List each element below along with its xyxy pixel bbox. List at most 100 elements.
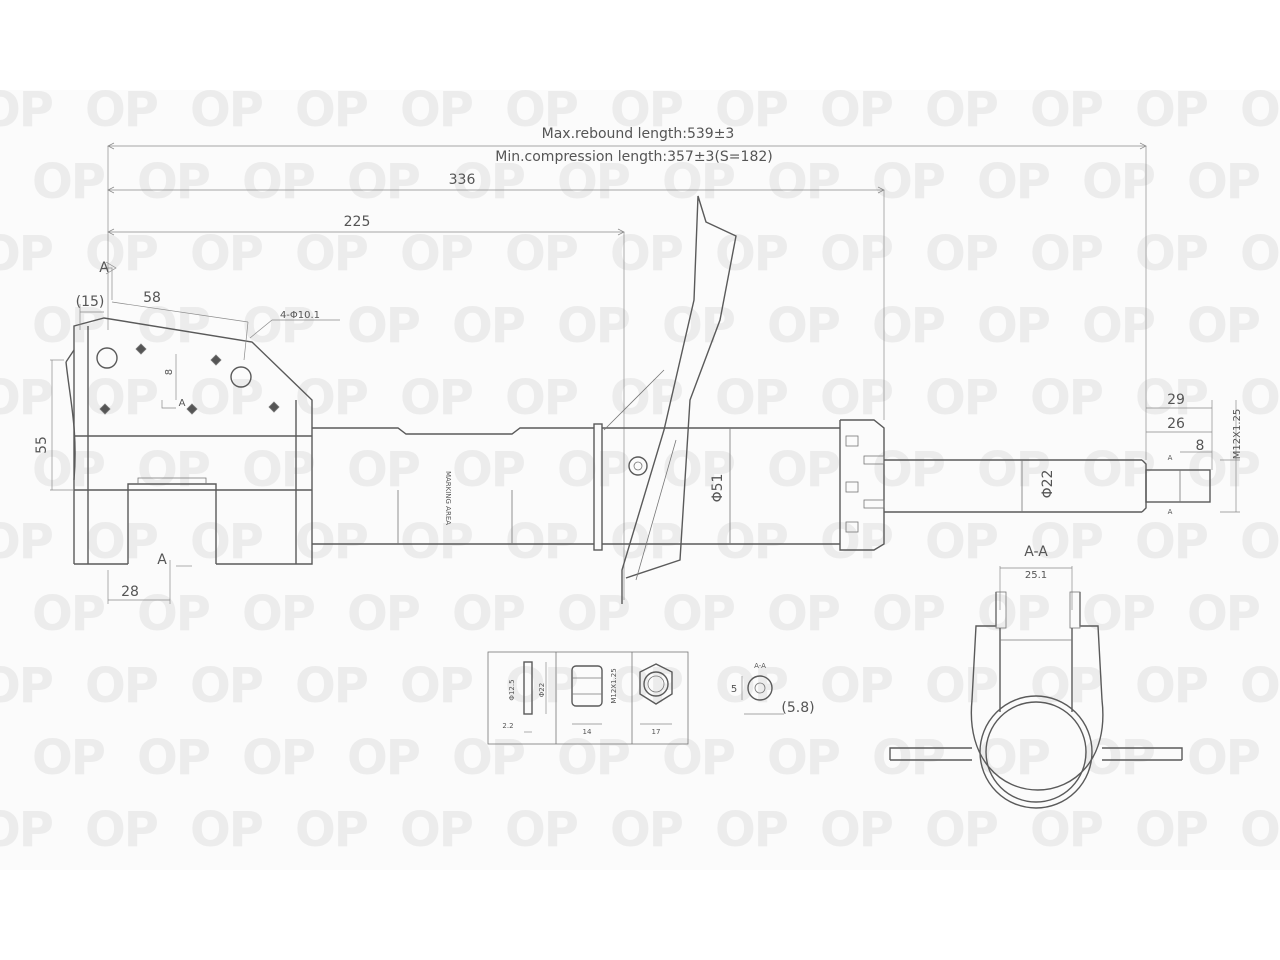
section-a1-top: A [1168, 454, 1173, 462]
dimension-lines [107, 142, 1147, 600]
watermark-op: OP [820, 90, 894, 138]
watermark-op: OP [452, 586, 526, 642]
watermark-op: OP [715, 658, 789, 714]
watermark-op: OP [767, 730, 841, 786]
watermark-op: OP [242, 730, 316, 786]
watermark-op: OP [1187, 586, 1261, 642]
watermark-op: OP [85, 90, 159, 138]
watermark-op: OP [347, 730, 421, 786]
watermark-op: OP [662, 730, 736, 786]
watermark-op: OP [190, 370, 264, 426]
watermark-op: OP [925, 90, 999, 138]
min-compression-label: Min.compression length:357±3(S=182) [495, 149, 772, 165]
watermark-op: OP [190, 658, 264, 714]
watermark-op: OP [557, 298, 631, 354]
watermark-op: OP [452, 298, 526, 354]
watermark-op: OP [242, 298, 316, 354]
watermark-op: OP [85, 802, 159, 858]
length-225-label: 225 [344, 214, 371, 230]
watermark-op: OP [1240, 514, 1280, 570]
watermark-op: OP [977, 442, 1051, 498]
watermark-op: OP [295, 514, 369, 570]
watermark-op: OP [662, 442, 736, 498]
body-tube [312, 400, 1240, 551]
watermark-op: OP [505, 226, 579, 282]
watermark-op: OP [820, 802, 894, 858]
nut-detail [571, 663, 673, 725]
dim-15-label: (15) [76, 294, 105, 310]
watermark-op: OP [32, 730, 106, 786]
watermark-op: OP [557, 586, 631, 642]
watermark-op: OP [1135, 90, 1209, 138]
watermark-op: OP [925, 370, 999, 426]
holes-label: 4-Φ10.1 [280, 310, 320, 321]
watermark-op: OP [767, 154, 841, 210]
washer-thickness-label: 2.2 [502, 722, 513, 730]
watermark-op: OP [715, 370, 789, 426]
watermark-op: OP [1135, 658, 1209, 714]
watermark-op: OP [85, 370, 159, 426]
watermark-op: OP [1240, 226, 1280, 282]
watermark-op: OP [295, 226, 369, 282]
nut-thread-label: M12X1.25 [610, 668, 618, 703]
watermark-op: OP [872, 730, 946, 786]
small-5-8-label: (5.8) [781, 700, 814, 716]
watermark-op: OP [137, 154, 211, 210]
watermark-op: OP [662, 586, 736, 642]
watermark-op: OP [1030, 802, 1104, 858]
watermark-op: OP [1135, 370, 1209, 426]
watermark-op: OP [1082, 298, 1156, 354]
watermark-op: OP [295, 90, 369, 138]
nut-height-label: 14 [583, 728, 592, 736]
watermark-op: OP [452, 442, 526, 498]
washer-inner-label: Φ12.5 [508, 679, 516, 700]
section-a-mid: A [179, 398, 186, 409]
watermark-op: OP [925, 514, 999, 570]
watermark-op: OP [85, 514, 159, 570]
thread-label: M12X1.25 [1232, 409, 1243, 459]
nut-width-label: 17 [652, 728, 661, 736]
watermark-op: OP [1030, 226, 1104, 282]
watermark-op: OP [505, 802, 579, 858]
watermark-op: OP [715, 514, 789, 570]
watermark-op: OP [0, 514, 54, 570]
marking-area-label: MARKING AREA [444, 471, 452, 525]
section-aa-title: A-A [1024, 544, 1048, 560]
drawing-sheet [0, 90, 1280, 870]
watermark-op: OP [190, 514, 264, 570]
watermark-op: OP [662, 298, 736, 354]
watermark-op: OP [1240, 658, 1280, 714]
watermark-op: OP [767, 586, 841, 642]
watermark-op: OP [32, 154, 106, 210]
watermark-op: OP [400, 90, 474, 138]
dim-55-label: 55 [34, 436, 50, 454]
watermark-op: OP [1240, 370, 1280, 426]
watermark-op: OP [872, 586, 946, 642]
watermark-op: OP [610, 802, 684, 858]
watermark-op: OP [977, 586, 1051, 642]
length-336-label: 336 [449, 172, 476, 188]
watermark-op: OP [610, 226, 684, 282]
dim-25-1-label: 25.1 [1025, 570, 1047, 581]
watermark-op: OP [32, 442, 106, 498]
watermark-op: OP [925, 802, 999, 858]
watermark-op: OP [1030, 370, 1104, 426]
watermark-op: OP [767, 298, 841, 354]
diameter-51-label: Φ51 [710, 474, 726, 503]
watermark-op: OP [1135, 226, 1209, 282]
watermark-op: OP [400, 514, 474, 570]
watermark-op: OP [0, 226, 54, 282]
watermark-op: OP [767, 442, 841, 498]
watermark-op: OP [32, 298, 106, 354]
watermark-op: OP [0, 90, 54, 138]
watermark-op: OP [715, 226, 789, 282]
watermark-op: OP [977, 730, 1051, 786]
section-view-aa [889, 566, 1183, 809]
watermark-op: OP [505, 370, 579, 426]
watermark-op: OP [557, 730, 631, 786]
watermark-op: OP [190, 226, 264, 282]
diameter-22-label: Φ22 [1040, 470, 1056, 499]
watermark-op: OP [1030, 90, 1104, 138]
watermark-op: OP [452, 154, 526, 210]
dim-8-label: 8 [164, 369, 175, 375]
